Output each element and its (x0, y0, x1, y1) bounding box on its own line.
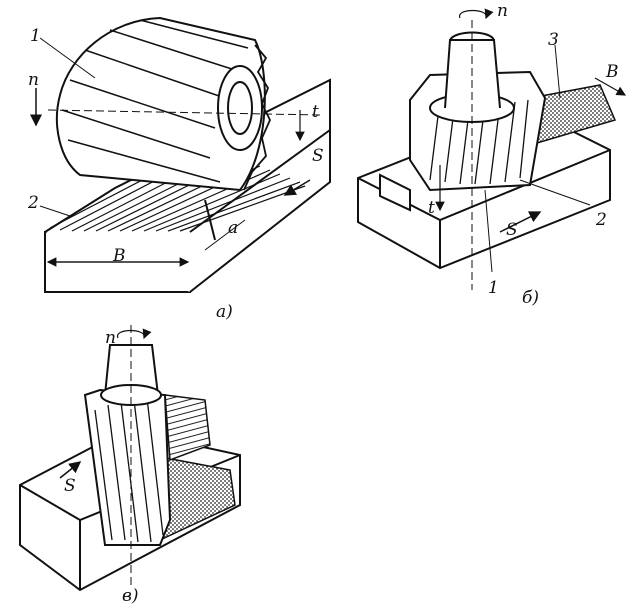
rotation-arrow-n-v (118, 328, 152, 340)
label-depth-t-a: t (312, 102, 319, 122)
leader-1-b (485, 190, 492, 272)
helical-cutter-a (57, 18, 270, 190)
dim-a-line (205, 220, 245, 250)
feed-arrow-s-a (283, 180, 310, 196)
label-part-1-b: 1 (488, 278, 499, 298)
leader-2-b (520, 180, 590, 205)
label-part-2-a: 2 (28, 193, 39, 213)
feed-arrow-s-b (500, 211, 542, 232)
label-width-b-b: B (606, 62, 619, 82)
caption-b: б) (522, 288, 540, 308)
leader-1-a (40, 38, 95, 78)
label-dim-a: a (228, 218, 239, 238)
axis-line-a (48, 110, 320, 115)
width-arrow-b (595, 78, 627, 96)
caption-v: в) (122, 586, 139, 606)
feed-arrow-s-v (60, 461, 82, 478)
label-speed-n-a: n (28, 70, 39, 90)
label-speed-n-v: n (105, 328, 116, 348)
label-depth-t-b: t (428, 198, 435, 218)
side-face-v (165, 395, 210, 460)
leader-3-b (555, 45, 560, 98)
label-part-2-b: 2 (596, 210, 607, 230)
label-feed-s-a: S (312, 146, 324, 166)
end-mill-v (85, 345, 170, 545)
rotation-arrow-n-b (460, 8, 494, 20)
label-feed-s-b: S (506, 220, 518, 240)
label-part-1-a: 1 (30, 26, 41, 46)
face-cutter-b (410, 33, 545, 191)
label-feed-s-v: S (64, 476, 76, 496)
figure-b (358, 8, 627, 291)
leader-2-a (40, 206, 70, 216)
figure-v (20, 325, 240, 590)
caption-a: а) (216, 302, 233, 322)
figure-a (30, 18, 330, 292)
label-part-3-b: 3 (548, 30, 559, 50)
label-width-b-a: B (113, 246, 126, 266)
label-speed-n-b: n (497, 1, 508, 21)
